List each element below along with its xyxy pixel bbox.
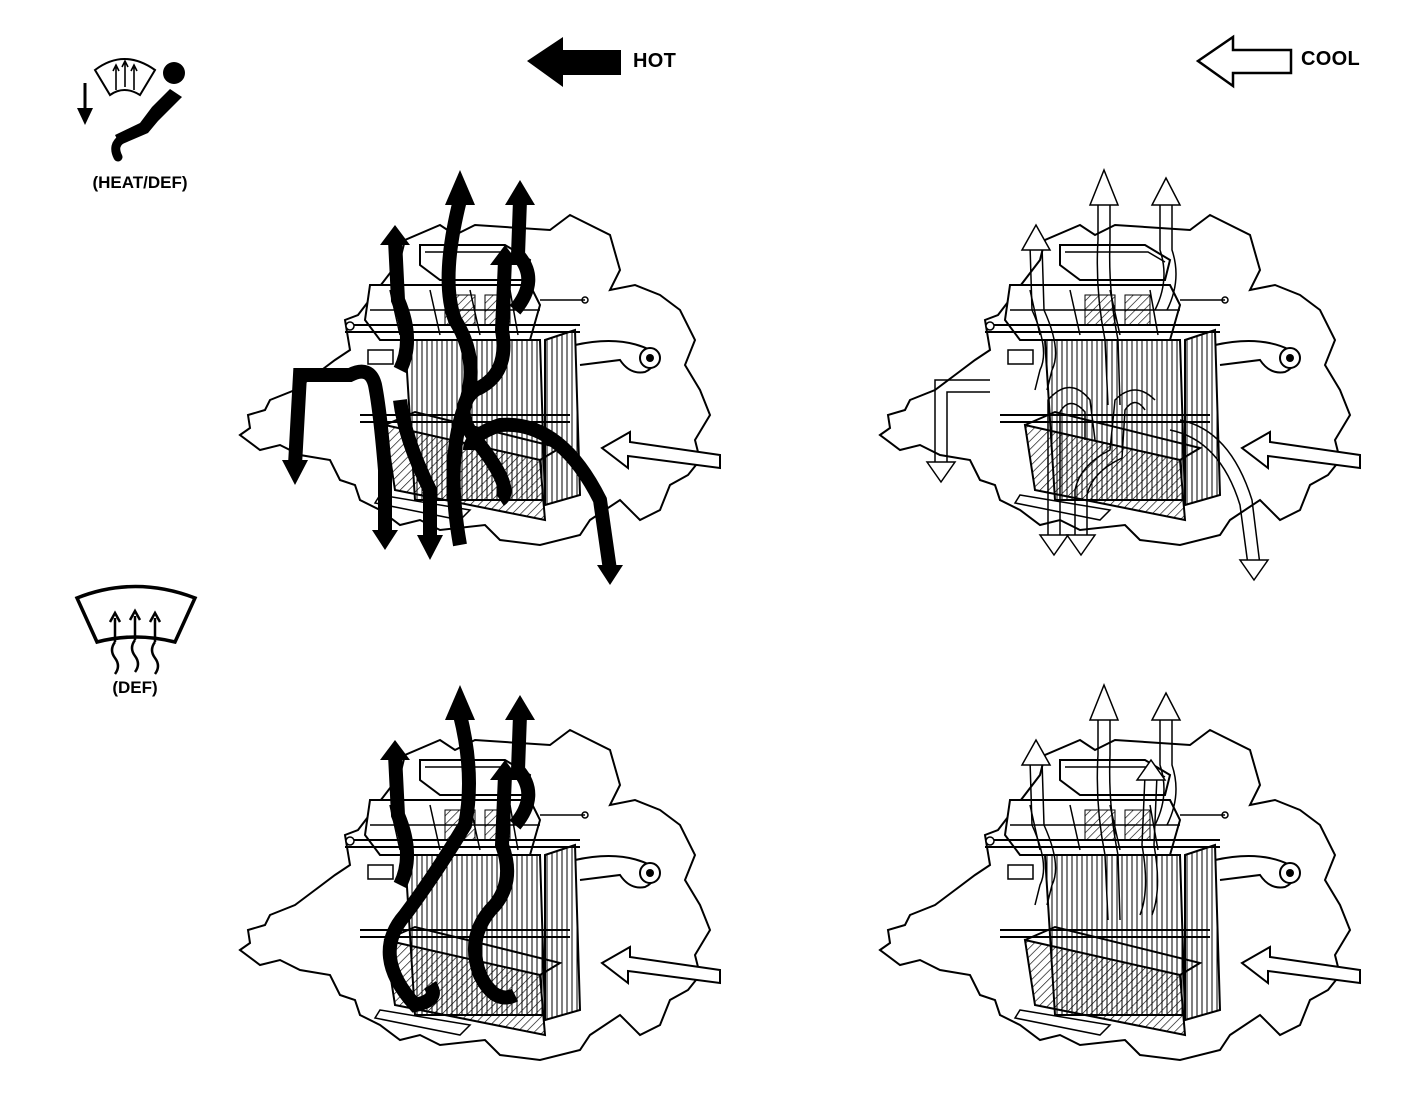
panel-heat-def-cool	[879, 167, 1361, 582]
mode-label-def: (DEF)	[112, 678, 158, 697]
mode-label-heat-def: (HEAT/DEF)	[92, 173, 188, 192]
defrost-mode-icon	[74, 584, 198, 675]
cool-arrow-icon	[1195, 34, 1293, 89]
mode-def: (DEF)	[65, 580, 205, 705]
panel-def-cool	[879, 682, 1361, 1061]
hot-label: HOT	[633, 50, 677, 72]
legend-hot: HOT	[525, 33, 695, 89]
hot-arrow-icon	[527, 37, 621, 87]
panel-def-hot	[239, 685, 721, 1061]
heat-def-mode-icon	[77, 58, 185, 162]
mode-heat-def: (HEAT/DEF)	[60, 45, 220, 205]
legend-cool: COOL	[1195, 33, 1370, 89]
cool-label: COOL	[1301, 48, 1360, 70]
panel-heat-def-hot	[239, 170, 721, 585]
